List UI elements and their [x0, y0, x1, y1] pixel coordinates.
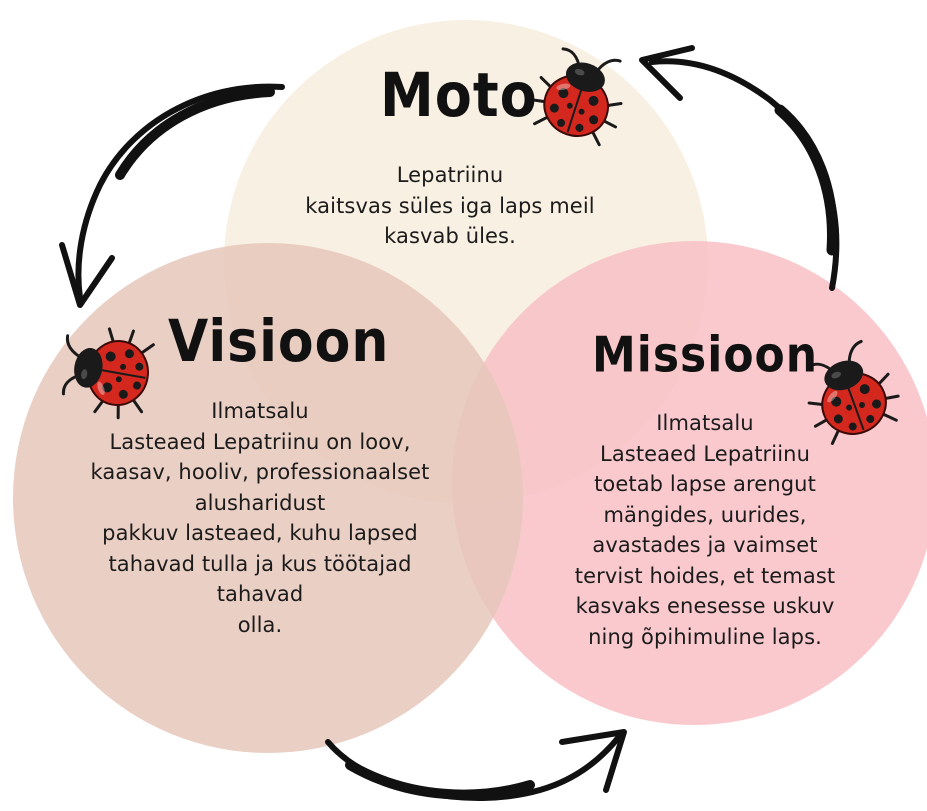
moto-text: Lepatriinu kaitsvas süles iga laps meil …	[270, 160, 630, 252]
missioon-circle	[452, 241, 927, 725]
visioon-line: Ilmatsalu	[211, 399, 309, 423]
visioon-line: tahavad tulla ja kus töötajad	[108, 551, 412, 576]
cycle-arrow-icon	[639, 45, 840, 291]
visioon-line: olla.	[237, 612, 283, 637]
moto-line: kaitsvas süles iga laps meil	[305, 193, 595, 218]
missioon-line: ning õpihimuline laps.	[588, 624, 822, 649]
missioon-line: mängides, uurides,	[603, 502, 807, 527]
missioon-line: Ilmatsalu	[656, 411, 754, 435]
missioon-line: toetab lapse arengut	[594, 472, 816, 496]
missioon-line: avastades ja vaimset	[592, 533, 818, 557]
visioon-line: kaasav, hooliv, professionaalset	[90, 460, 430, 484]
cycle-arrow-icon	[59, 83, 285, 308]
moto-line: kasvab üles.	[384, 224, 516, 248]
missioon-line: tervist hoides, et temast	[574, 563, 836, 588]
missioon-line: kasvaks enesesse uskuv	[575, 594, 835, 618]
visioon-title: Visioon	[168, 308, 390, 376]
visioon-line: Lasteaed Lepatriinu on loov,	[109, 429, 411, 454]
missioon-line: Lasteaed Lepatriinu	[600, 441, 810, 466]
cycle-arrow-icon	[325, 729, 627, 801]
visioon-line: alusharidust	[194, 490, 326, 515]
missioon-text: Ilmatsalu Lasteaed Lepatriinu toetab lap…	[520, 408, 890, 652]
visioon-text: Ilmatsalu Lasteaed Lepatriinu on loov, k…	[40, 396, 480, 640]
missioon-title: Missioon	[592, 326, 819, 385]
visioon-line: tahavad	[216, 582, 304, 606]
moto-title: Moto	[380, 60, 538, 131]
moto-line: Lepatriinu	[396, 163, 504, 187]
visioon-line: pakkuv lasteaed, kuhu lapsed	[102, 521, 418, 545]
